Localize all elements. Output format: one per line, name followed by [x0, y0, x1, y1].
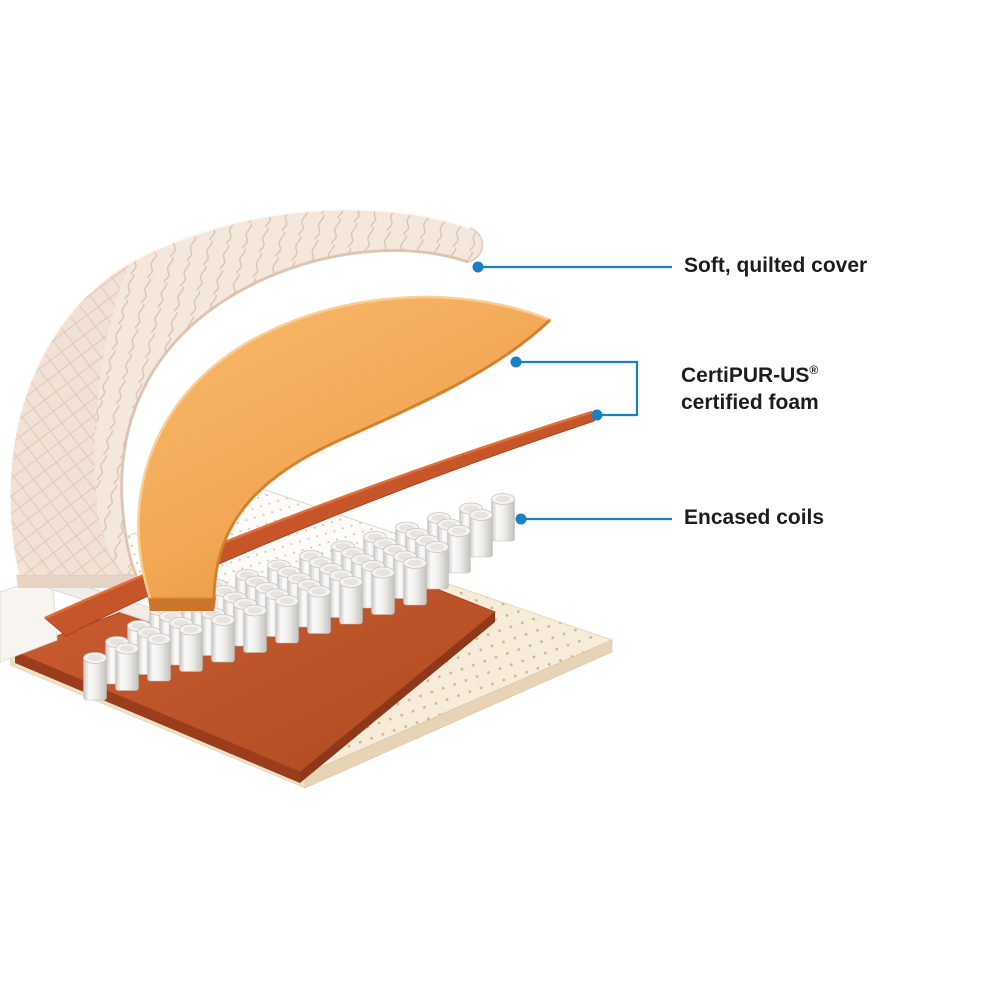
registered-mark: ® — [809, 363, 819, 377]
coil — [307, 585, 331, 634]
coil — [147, 633, 171, 682]
coil — [211, 614, 235, 663]
label-quilted-cover: Soft, quilted cover — [684, 254, 868, 277]
coil — [83, 652, 107, 701]
coil — [403, 557, 427, 606]
coil — [275, 595, 299, 644]
quilted-cover-layer — [8, 207, 484, 588]
callout-dot — [591, 409, 603, 421]
callout-certified-foam — [510, 356, 639, 421]
callout-dot — [515, 513, 527, 525]
coil — [447, 525, 471, 574]
callout-dot — [472, 261, 484, 273]
coil — [491, 493, 515, 542]
label-certified-foam: CertiPUR-US® certified foam — [681, 362, 819, 416]
leader-line — [516, 360, 639, 417]
callout-encased-coils — [515, 513, 672, 525]
coil — [115, 642, 139, 691]
coil — [339, 576, 363, 625]
certified-foam-layer — [137, 295, 552, 611]
label-certified-foam-line2: certified foam — [681, 391, 819, 414]
callout-dot — [510, 356, 522, 368]
coil — [179, 623, 203, 672]
label-encased-coils: Encased coils — [684, 506, 825, 529]
coil — [425, 541, 449, 590]
callout-quilted-cover — [472, 261, 672, 273]
label-certified-foam-line1: CertiPUR-US — [681, 364, 810, 387]
coil — [243, 604, 267, 653]
coil — [469, 509, 493, 558]
coil — [371, 566, 395, 615]
